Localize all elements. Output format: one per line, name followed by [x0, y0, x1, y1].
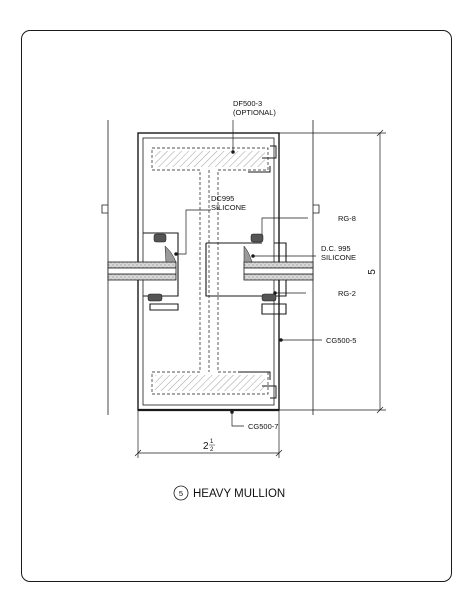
detail-title: HEAVY MULLION: [193, 488, 285, 500]
detail-number-circle: [173, 485, 189, 501]
callout-dc995-silicone: SILICONE: [211, 203, 246, 212]
gaskets: [147, 233, 277, 302]
leader-lines: [174, 120, 322, 427]
callout-cg500-5: CG500-5: [326, 336, 356, 345]
drawing-frame: [21, 30, 452, 582]
callout-cg500-7: CG500-7: [248, 422, 278, 431]
callout-df500-optional: (OPTIONAL): [233, 108, 276, 117]
steel-reinforcement: [151, 147, 269, 395]
callout-df500-3: DF500-3: [233, 99, 262, 108]
callout-dc-995-silicone: SILICONE: [321, 253, 356, 262]
dimension-lines: [134, 129, 386, 458]
width-dimension-whole: 2: [203, 441, 209, 452]
glass-units: [107, 261, 314, 281]
width-dimension-denominator: 2: [210, 447, 214, 453]
width-dimension-numerator: 1: [210, 439, 214, 445]
detail-number: 5: [179, 489, 183, 498]
silicone-beads: [164, 245, 253, 263]
snap-clips: [238, 145, 277, 399]
callout-rg8: RG-8: [338, 214, 356, 223]
callout-rg2: RG-2: [338, 289, 356, 298]
callout-dc-995: D.C. 995: [321, 244, 351, 253]
callout-dc995: DC995: [211, 194, 234, 203]
height-dimension: 5: [367, 269, 378, 275]
